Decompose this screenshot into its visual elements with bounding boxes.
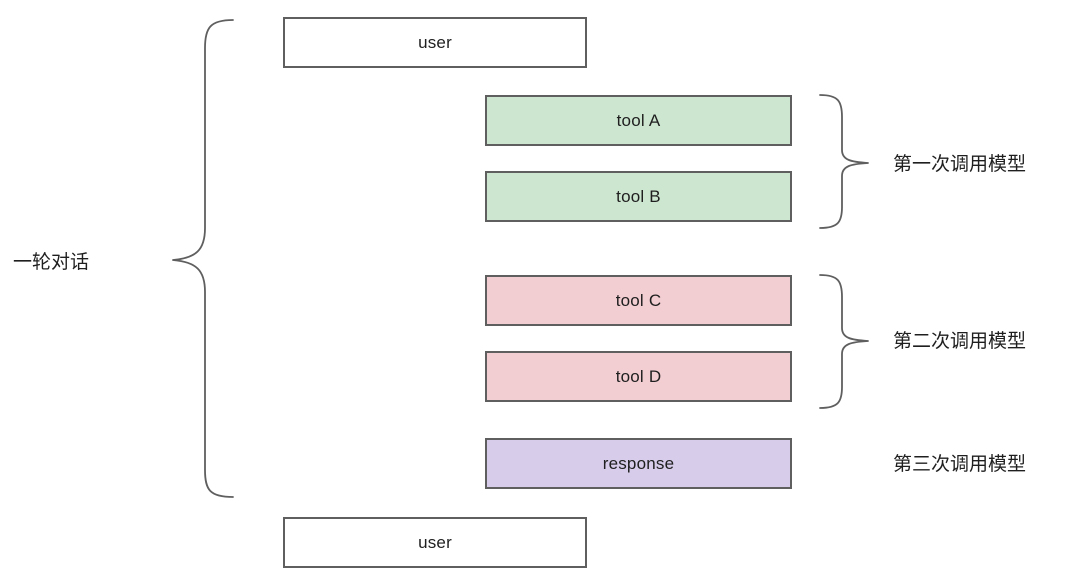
node-tool-c-label: tool C <box>615 291 662 310</box>
node-user-top-label: user <box>418 33 452 52</box>
stage-2-brace <box>819 274 869 409</box>
node-tool-d-label: tool D <box>615 367 662 386</box>
node-response-label: response <box>602 454 675 473</box>
label-conversation-round: 一轮对话 <box>13 252 90 273</box>
label-stage-3: 第三次调用模型 <box>893 454 1027 475</box>
stage-1-brace <box>819 94 869 229</box>
node-user-bottom[interactable]: user <box>283 517 587 568</box>
node-tool-d[interactable]: tool D <box>485 351 792 402</box>
node-tool-b[interactable]: tool B <box>485 171 792 222</box>
node-user-bottom-label: user <box>418 533 452 552</box>
node-tool-c[interactable]: tool C <box>485 275 792 326</box>
node-tool-a[interactable]: tool A <box>485 95 792 146</box>
node-user-top[interactable]: user <box>283 17 587 68</box>
node-tool-b-label: tool B <box>616 187 661 206</box>
node-tool-a-label: tool A <box>616 111 661 130</box>
node-response[interactable]: response <box>485 438 792 489</box>
label-stage-2: 第二次调用模型 <box>893 331 1027 352</box>
left-round-brace <box>172 19 234 498</box>
label-stage-1: 第一次调用模型 <box>893 154 1027 175</box>
